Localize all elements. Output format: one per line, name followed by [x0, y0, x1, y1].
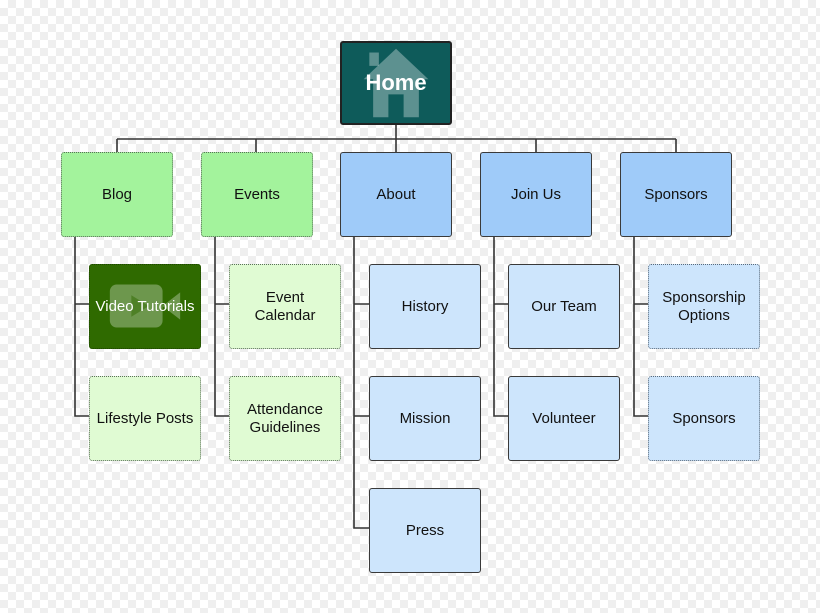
- press-node[interactable]: Press: [369, 488, 481, 573]
- lifestyle-posts-label: Lifestyle Posts: [96, 409, 194, 427]
- about-label: About: [376, 185, 416, 203]
- events-label: Events: [234, 185, 280, 203]
- history-label: History: [401, 297, 449, 315]
- sponsorship-options-node[interactable]: Sponsorship Options: [648, 264, 760, 349]
- join-us-label: Join Us: [510, 185, 562, 203]
- video-camera-icon: [109, 284, 181, 328]
- sponsorship-options-label: Sponsorship Options: [662, 288, 746, 324]
- video-tutorials-label: Video Tutorials: [95, 297, 195, 315]
- sponsors-node[interactable]: Sponsors: [620, 152, 732, 237]
- sponsors-label: Sponsors: [644, 185, 708, 203]
- blog-label: Blog: [101, 185, 133, 203]
- video-tutorials-node[interactable]: Video Tutorials: [89, 264, 201, 349]
- mission-node[interactable]: Mission: [369, 376, 481, 461]
- press-label: Press: [405, 521, 445, 539]
- history-node[interactable]: History: [369, 264, 481, 349]
- our-team-label: Our Team: [531, 297, 597, 315]
- blog-node[interactable]: Blog: [61, 152, 173, 237]
- home-label: Home: [365, 70, 427, 95]
- about-node[interactable]: About: [340, 152, 452, 237]
- sponsors-child-node[interactable]: Sponsors: [648, 376, 760, 461]
- mission-label: Mission: [399, 409, 451, 427]
- event-calendar-node[interactable]: Event Calendar: [229, 264, 341, 349]
- attendance-guidelines-label: Attendance Guidelines: [247, 400, 323, 436]
- sponsors-child-label: Sponsors: [672, 409, 736, 427]
- join-us-node[interactable]: Join Us: [480, 152, 592, 237]
- attendance-guidelines-node[interactable]: Attendance Guidelines: [229, 376, 341, 461]
- event-calendar-label: Event Calendar: [254, 288, 316, 324]
- events-node[interactable]: Events: [201, 152, 313, 237]
- lifestyle-posts-node[interactable]: Lifestyle Posts: [89, 376, 201, 461]
- volunteer-label: Volunteer: [532, 409, 596, 427]
- volunteer-node[interactable]: Volunteer: [508, 376, 620, 461]
- house-icon: [363, 48, 429, 118]
- our-team-node[interactable]: Our Team: [508, 264, 620, 349]
- home-node[interactable]: Home: [340, 41, 452, 125]
